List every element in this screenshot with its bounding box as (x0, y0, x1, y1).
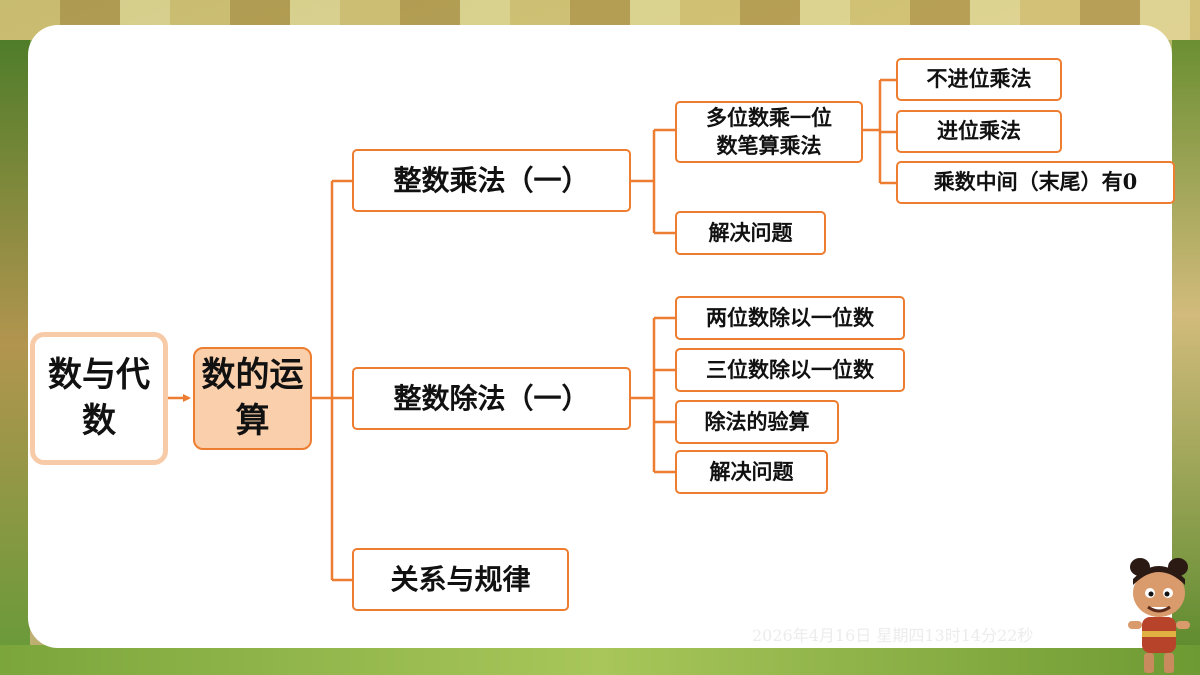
carry-node: 进位乘法 (896, 110, 1062, 153)
root-node: 数与代数 (30, 332, 168, 465)
cartoon-character-illustration (1128, 558, 1190, 673)
division-node: 整数除法（一） (352, 367, 631, 430)
multi-digit-label-line1: 多位数乘一位 (706, 104, 832, 130)
mult-solve-node: 解决问题 (675, 211, 826, 255)
div-three-digit-node: 三位数除以一位数 (675, 348, 905, 392)
timestamp-label: 2026年4月16日 星期四13时14分22秒 (752, 626, 1034, 645)
relation-node: 关系与规律 (352, 548, 569, 611)
multiplication-node: 整数乘法（一） (352, 149, 631, 212)
no-carry-node: 不进位乘法 (896, 58, 1062, 101)
zero-middle-node: 乘数中间（末尾）有0 (896, 161, 1175, 204)
multi-digit-node: 多位数乘一位 数笔算乘法 (675, 101, 863, 163)
level1-node: 数的运算 (193, 347, 312, 450)
multi-digit-label-line2: 数笔算乘法 (716, 133, 822, 158)
div-two-digit-node: 两位数除以一位数 (675, 296, 905, 340)
div-check-node: 除法的验算 (675, 400, 839, 444)
div-solve-node: 解决问题 (675, 450, 828, 494)
